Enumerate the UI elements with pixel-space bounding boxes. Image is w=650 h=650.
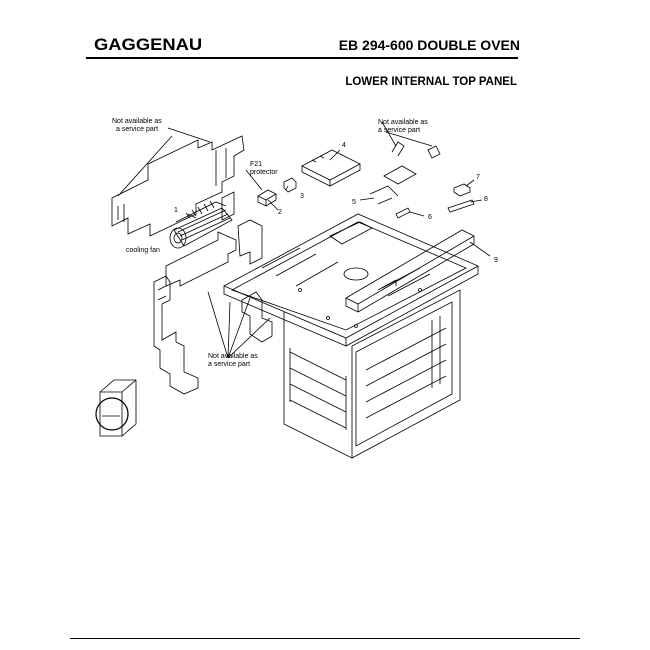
part-number-2: 2 xyxy=(278,209,282,216)
part-7-switch xyxy=(453,183,471,197)
part-9-rail xyxy=(345,229,475,313)
side-panel-right xyxy=(241,291,273,343)
callout-cooling-fan: cooling fan xyxy=(126,247,160,254)
callout-not-available-lower: Not available as xyxy=(208,353,258,360)
callout-f21: F21 xyxy=(250,161,262,168)
footer-rule xyxy=(70,638,580,639)
double-oven-thumbnail-icon xyxy=(95,379,137,437)
model-title: EB 294-600 DOUBLE OVEN xyxy=(338,37,520,53)
brand-logo: GAGGENAU xyxy=(94,35,203,54)
oven-cavity xyxy=(283,289,461,459)
part-number-6: 6 xyxy=(428,214,432,221)
part-bracket-upper-right xyxy=(383,141,441,185)
part-5-hook xyxy=(369,185,399,205)
part-6-clip xyxy=(395,207,411,219)
part-2-switch xyxy=(257,189,277,207)
part-number-7: 7 xyxy=(476,174,480,181)
callout-not-available-upper-left-line2: a service part xyxy=(116,126,158,133)
callout-f21-protector: protector xyxy=(250,169,278,176)
callout-not-available-lower-line2: a service part xyxy=(208,361,250,368)
part-4-cover xyxy=(301,149,361,187)
part-number-3: 3 xyxy=(300,193,304,200)
fan-duct-bracket xyxy=(165,219,263,287)
section-title: LOWER INTERNAL TOP PANEL xyxy=(345,76,517,88)
part-8-probe xyxy=(447,199,475,213)
part-number-5: 5 xyxy=(352,199,356,206)
callout-not-available-upper-left: Not available as xyxy=(112,118,162,125)
part-number-8: 8 xyxy=(484,196,488,203)
rear-bracket-upper xyxy=(111,135,245,237)
part-3-f21-protector xyxy=(283,177,297,193)
side-panel-left xyxy=(153,275,199,395)
cooling-fan xyxy=(169,191,235,249)
part-number-9: 9 xyxy=(494,257,498,264)
callout-not-available-upper-right-line2: a service part xyxy=(378,127,420,134)
callout-not-available-upper-right: Not available as xyxy=(378,119,428,126)
part-number-4: 4 xyxy=(342,142,346,149)
part-number-1: 1 xyxy=(174,207,178,214)
header-rule xyxy=(86,57,518,59)
